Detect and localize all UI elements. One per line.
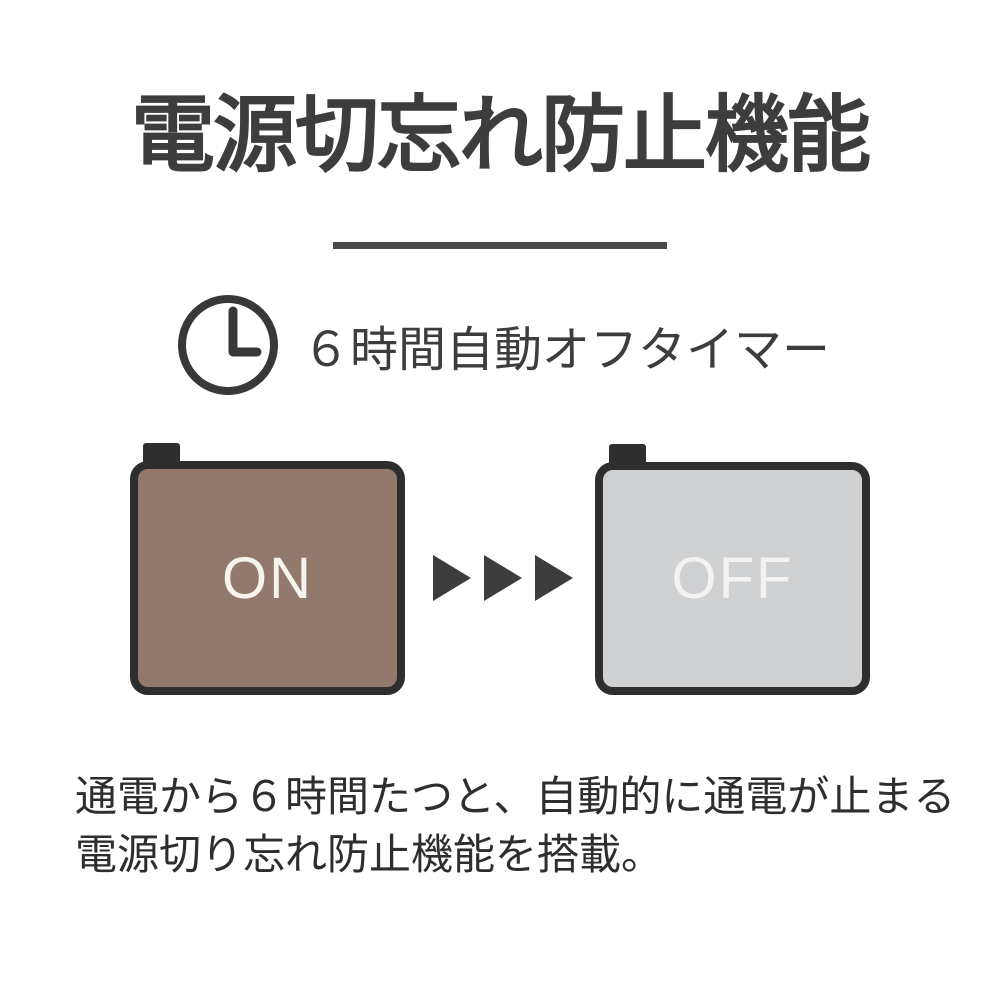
off-label: OFF (671, 546, 794, 611)
feature-description: 通電から６時間たつと、自動的に通電が止まる 電源切り忘れ防止機能を搭載。 (75, 768, 955, 884)
arrow-right-icon (535, 555, 573, 601)
timer-label: ６時間自動オフタイマー (302, 324, 831, 377)
page-title: 電源切忘れ防止機能 (130, 88, 871, 182)
timer-row: ６時間自動オフタイマー (176, 293, 830, 397)
transition-arrows (433, 555, 573, 601)
on-state-box: ON (130, 461, 405, 695)
description-line-2: 電源切り忘れ防止機能を搭載。 (75, 831, 664, 878)
on-label: ON (222, 545, 313, 611)
off-state-box: OFF (595, 462, 870, 695)
arrow-right-icon (484, 555, 522, 601)
title-divider (333, 242, 667, 249)
description-line-1: 通電から６時間たつと、自動的に通電が止まる (75, 773, 956, 820)
arrow-right-icon (433, 555, 471, 601)
clock-icon (178, 295, 278, 395)
